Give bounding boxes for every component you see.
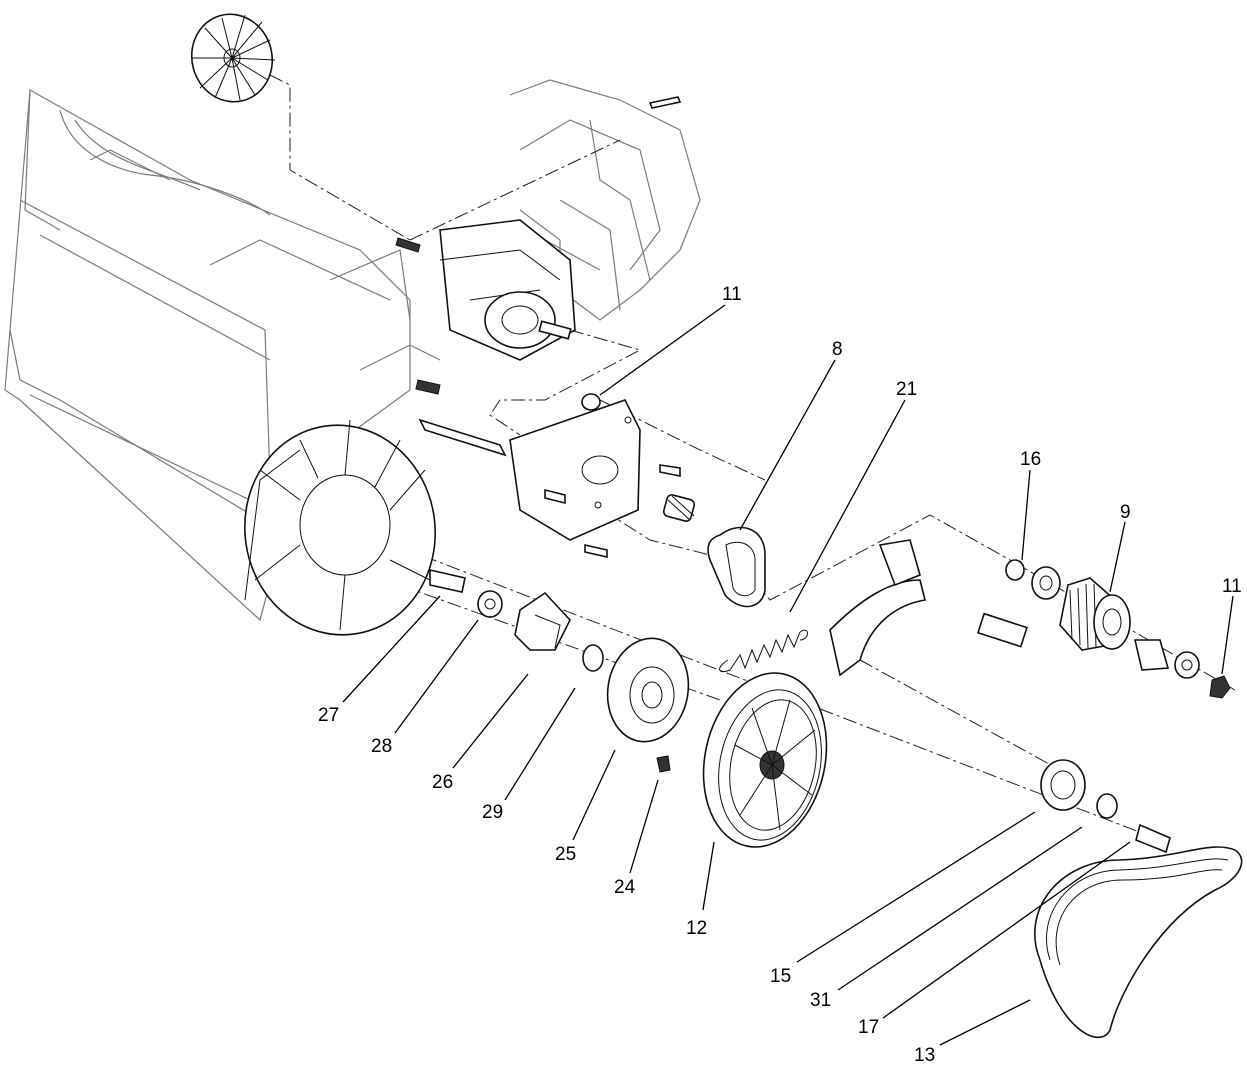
- shroud-bracket: [243, 419, 437, 636]
- fan-impeller: [190, 13, 276, 103]
- callout-13: 13: [914, 1045, 935, 1066]
- drive-hardware: [1005, 559, 1231, 854]
- drive-belt: [1034, 846, 1243, 1039]
- callout-29: 29: [482, 802, 503, 823]
- callout-31: 31: [810, 990, 831, 1011]
- callout-27: 27: [318, 705, 339, 726]
- callout-12: 12: [686, 918, 707, 939]
- mounting-plate: [415, 379, 696, 559]
- callout-28: 28: [371, 736, 392, 757]
- shaft-hardware-left: [429, 568, 690, 773]
- callout-8: 8: [832, 339, 843, 360]
- idler-arm: [829, 539, 1028, 677]
- callout-16: 16: [1020, 449, 1041, 470]
- callout-11-upper: 11: [722, 284, 742, 305]
- callout-24: 24: [614, 877, 636, 898]
- callouts: 11 8 21 16 9 11 27 28 26 29 25 24 12 15 …: [318, 284, 1242, 1066]
- callout-17: 17: [858, 1017, 879, 1038]
- callout-11-right: 11: [1222, 576, 1242, 597]
- callout-25: 25: [555, 844, 576, 865]
- leader-lines: [342, 304, 1234, 1046]
- callout-21: 21: [896, 379, 917, 400]
- callout-26: 26: [432, 772, 453, 793]
- tension-spring: [719, 629, 808, 673]
- small-belt: [707, 526, 766, 608]
- large-pulley: [702, 672, 828, 848]
- callout-9: 9: [1120, 502, 1131, 523]
- callout-15: 15: [770, 966, 791, 987]
- motor-assembly: [395, 96, 682, 361]
